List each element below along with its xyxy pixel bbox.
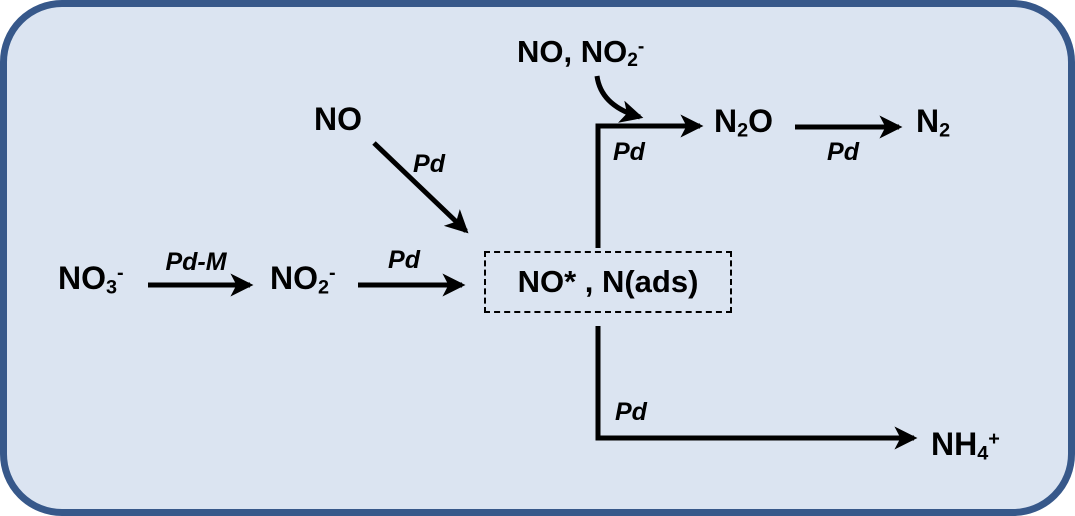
catalyst-label-pd-n2o-branch: Pd [613,138,645,166]
arrow-adsorbed-to-nh4 [595,326,918,450]
species-no3: NO3- [58,260,124,299]
species-nh4-charge: + [988,428,1000,451]
adsorbed-species-label: NO* , N(ads) [517,264,699,299]
species-recycle-charge: - [637,36,645,58]
species-n2: N2 [916,103,951,142]
species-n2o-o: O [748,103,774,139]
species-no2: NO2- [270,260,336,299]
species-no2-subscript: 2 [318,276,330,299]
adsorbed-species-box: NO* , N(ads) [484,251,732,313]
species-no2-charge: - [329,262,336,285]
species-n2o: N2O [714,103,774,142]
catalyst-label-pd-n2o-n2: Pd [827,138,859,166]
species-no-base: NO [314,101,362,137]
catalyst-label-pd-diagonal: Pd [413,150,445,178]
species-n2-subscript: 2 [939,119,951,142]
species-recycle-subscript: 2 [627,50,638,72]
species-recycle-base: NO, NO [517,34,628,69]
species-nh4-base: NH [931,426,978,462]
species-no3-charge: - [117,262,124,285]
species-nh4-subscript: 4 [977,442,989,465]
species-n2-base: N [916,103,940,139]
catalyst-label-pd-m: Pd-M [165,248,227,276]
species-no3-subscript: 3 [106,276,118,299]
species-no3-base: NO [58,260,106,296]
species-n2o-subscript: 2 [737,119,749,142]
species-no2-base: NO [270,260,318,296]
catalyst-label-pd-no2: Pd [388,246,420,274]
catalyst-label-pd-nh4-branch: Pd [615,398,647,426]
species-n2o-n: N [714,103,738,139]
arrow-no-to-adsorbed [372,141,469,234]
arrow-adsorbed-to-n2o [595,114,704,248]
arrow-recycle-to-n2o [594,75,644,123]
species-nh4: NH4+ [931,426,1000,465]
species-no: NO [314,101,362,137]
species-no-no2-recycle: NO, NO2- [517,34,645,72]
